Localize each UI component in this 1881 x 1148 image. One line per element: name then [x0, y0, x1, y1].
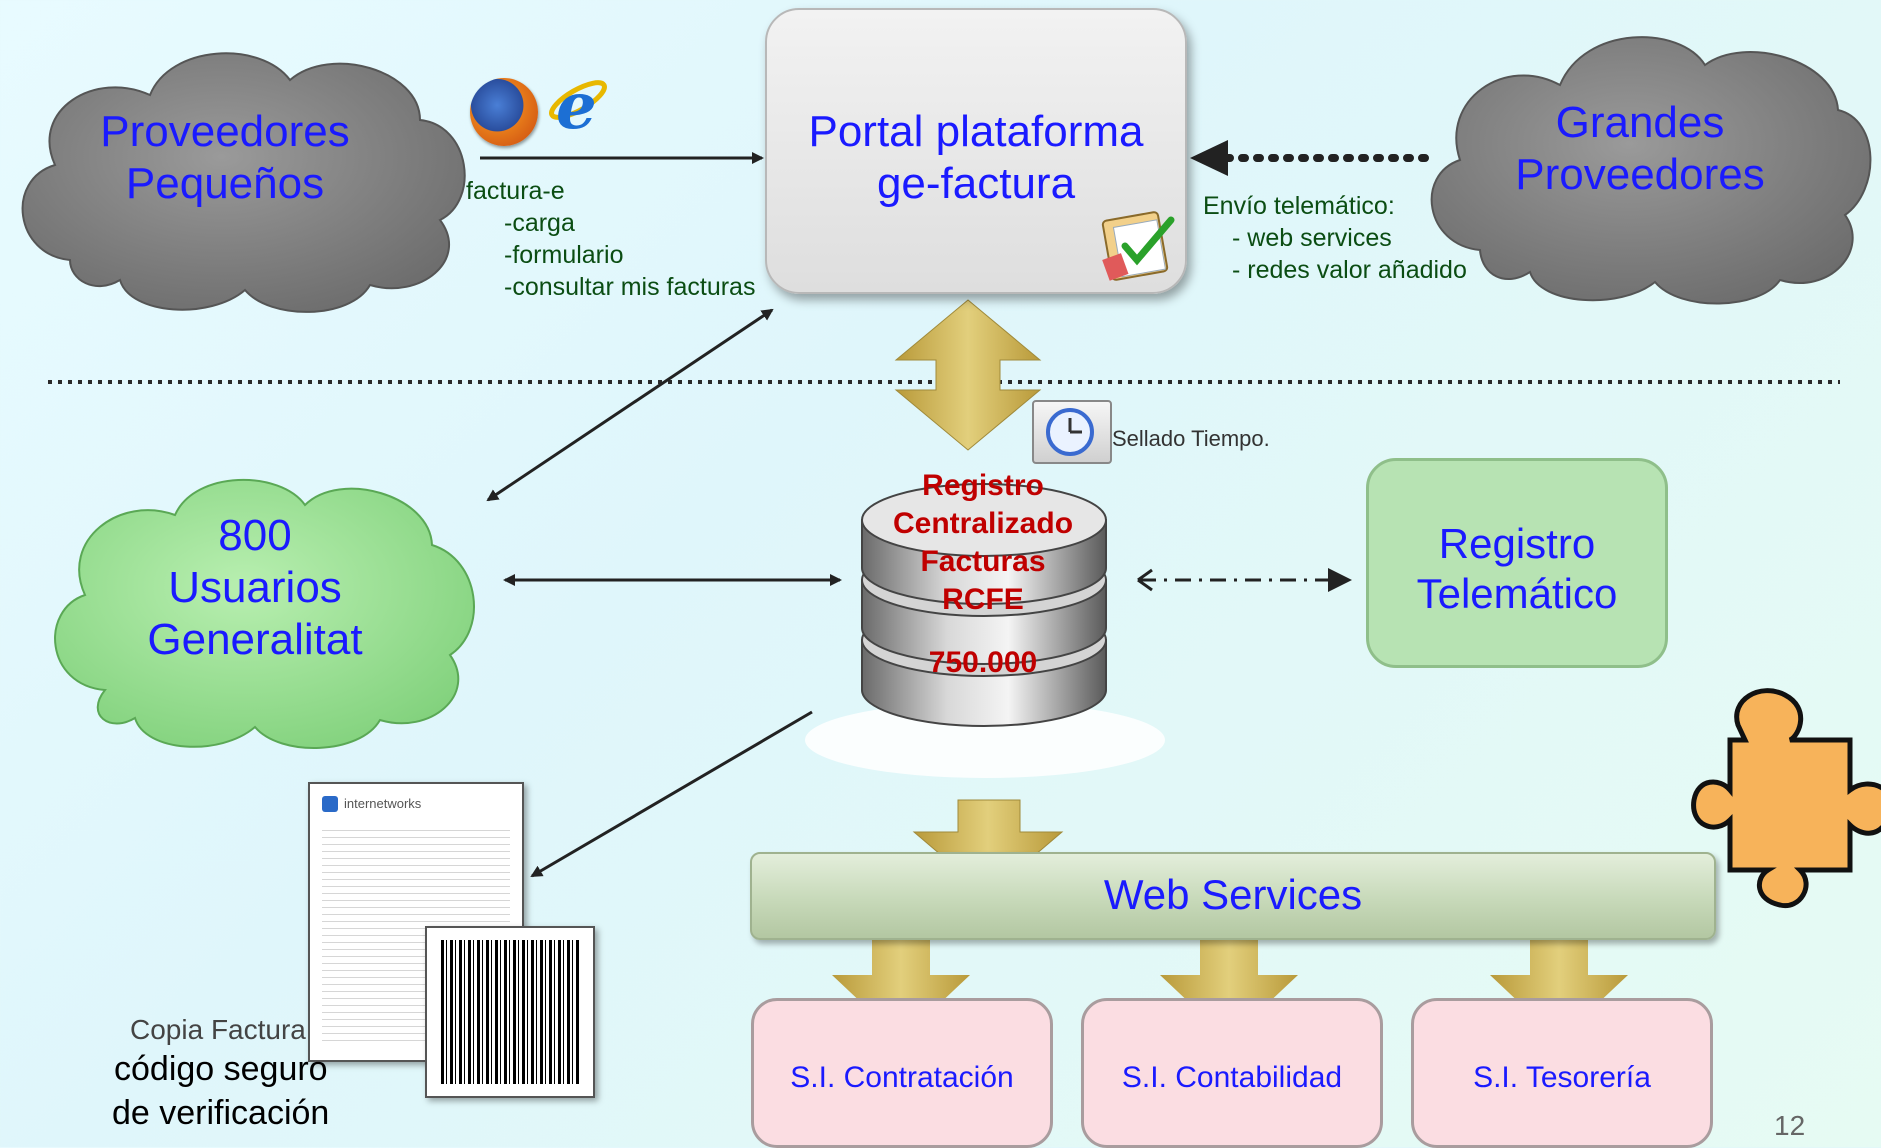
registro-line1: Registro	[1438, 520, 1596, 567]
puzzle-icon	[1691, 688, 1881, 909]
si-tesoreria-label: S.I. Tesorería	[1473, 1061, 1651, 1094]
database-line3: Facturas	[920, 545, 1046, 578]
arrow-database-invoice	[530, 710, 813, 878]
web-services-label: Web Services	[1103, 871, 1363, 918]
right-note-redes: - redes valor añadido	[1232, 256, 1467, 284]
invoice-logo-icon	[322, 796, 338, 812]
si-contratacion-box: S.I. Contratación	[751, 998, 1053, 1148]
database-label: Registro Centralizado Facturas RCFE	[868, 467, 1098, 619]
registro-line2: Telemático	[1416, 570, 1618, 617]
users-line1: 800	[218, 511, 292, 560]
right-note-web-services: - web services	[1232, 224, 1392, 252]
small-suppliers-line1: Proveedores	[100, 107, 350, 156]
right-notes-title: Envío telemático:	[1203, 192, 1395, 220]
database-count: 750.000	[928, 646, 1038, 679]
barcode-pattern	[441, 940, 579, 1084]
gold-arrow-ws-tesoreria	[1490, 940, 1628, 1040]
registro-telematico-box: Registro Telemático	[1366, 458, 1668, 668]
portal-title: Portal plataforma ge-factura	[767, 106, 1185, 210]
invoice-caption-line2: código seguro	[114, 1050, 328, 1088]
cloud-small-suppliers	[21, 52, 466, 313]
users-line3: Generalitat	[147, 615, 363, 664]
database-line4: RCFE	[942, 583, 1024, 616]
database-line2: Centralizado	[892, 507, 1074, 540]
database-line1: Registro	[922, 469, 1044, 502]
si-contratacion-label: S.I. Contratación	[790, 1061, 1014, 1094]
database-cylinder	[805, 483, 1165, 778]
verification-barcode	[425, 926, 595, 1098]
invoice-caption-line1: Copia Factura	[130, 1014, 306, 1045]
si-contabilidad-box: S.I. Contabilidad	[1081, 998, 1383, 1148]
timestamp-label: Sellado Tiempo.	[1112, 426, 1270, 451]
left-note-carga: -carga	[504, 209, 575, 237]
users-line2: Usuarios	[168, 563, 342, 612]
clock-icon	[1032, 400, 1112, 464]
si-contabilidad-label: S.I. Contabilidad	[1121, 1061, 1343, 1094]
left-note-consultar: -consultar mis facturas	[504, 273, 756, 301]
checklist-icon	[1099, 206, 1183, 282]
gold-arrow-ws-contratacion	[832, 940, 970, 1040]
small-suppliers-line2: Pequeños	[125, 159, 325, 208]
registro-telematico-label: Registro Telemático	[1369, 519, 1665, 619]
cloud-small-suppliers-label: Proveedores Pequeños	[90, 106, 360, 210]
cloud-large-suppliers-label: Grandes Proveedores	[1500, 97, 1780, 201]
cloud-users-label: 800 Usuarios Generalitat	[130, 510, 380, 666]
si-tesoreria-box: S.I. Tesorería	[1411, 998, 1713, 1148]
svg-text:e: e	[556, 70, 597, 140]
large-suppliers-line2: Proveedores	[1515, 150, 1765, 199]
portal-title-line2: ge-factura	[876, 159, 1076, 208]
portal-box: Portal plataforma ge-factura	[765, 8, 1187, 294]
left-note-formulario: -formulario	[504, 241, 624, 269]
web-services-bar: Web Services	[750, 852, 1716, 940]
left-notes-title: factura-e	[466, 177, 565, 205]
large-suppliers-line1: Grandes	[1555, 98, 1725, 147]
firefox-icon	[470, 78, 538, 146]
internet-explorer-icon: e	[546, 69, 610, 144]
gold-arrow-ws-contabilidad	[1160, 940, 1298, 1040]
invoice-brand: internetworks	[344, 796, 422, 811]
gold-arrow-portal-db	[894, 299, 1042, 451]
arrow-users-portal	[486, 308, 774, 502]
cloud-users	[54, 479, 475, 749]
invoice-caption-line3: de verificación	[112, 1094, 330, 1132]
portal-title-line1: Portal plataforma	[808, 107, 1144, 156]
page-number: 12	[1774, 1110, 1806, 1141]
cloud-large-suppliers	[1430, 36, 1872, 305]
